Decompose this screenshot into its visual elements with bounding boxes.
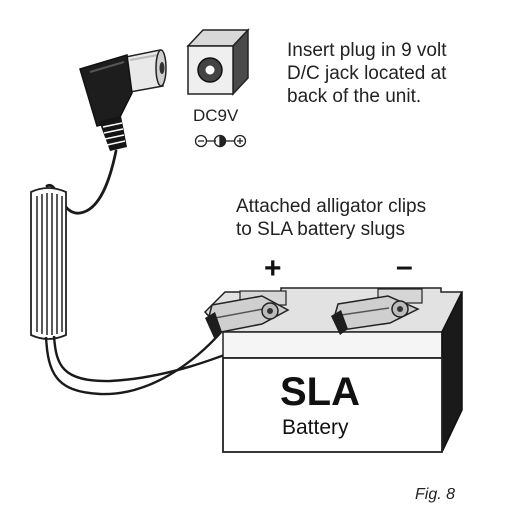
plug-icon xyxy=(79,49,167,151)
plug-instruction-line: back of the unit. xyxy=(287,86,422,107)
alligator-clip-icon-negative xyxy=(331,295,420,335)
battery-title: SLA xyxy=(280,370,360,414)
dc-jack-icon xyxy=(186,28,250,96)
jack-label: DC9V xyxy=(193,106,239,125)
clips-instruction-line: Attached alligator clips xyxy=(236,196,427,217)
battery-icon xyxy=(203,287,464,453)
plug-instruction-line: Insert plug in 9 volt xyxy=(287,40,447,61)
plug-instruction-line: D/C jack located at xyxy=(287,63,447,84)
alligator-clip-icon xyxy=(205,295,290,338)
battery-subtitle: Battery xyxy=(282,416,349,439)
plug-instruction: Insert plug in 9 volt D/C jack located a… xyxy=(287,39,497,108)
positive-cable xyxy=(44,329,224,396)
clips-instruction-line: to SLA battery slugs xyxy=(236,219,405,240)
positive-sign: + xyxy=(264,252,282,285)
power-adapter-icon xyxy=(30,187,67,340)
clips-instruction: Attached alligator clips to SLA battery … xyxy=(236,195,486,241)
polarity-symbol-icon xyxy=(194,134,247,148)
figure-label: Fig. 8 xyxy=(415,486,456,503)
negative-sign: – xyxy=(396,250,413,283)
